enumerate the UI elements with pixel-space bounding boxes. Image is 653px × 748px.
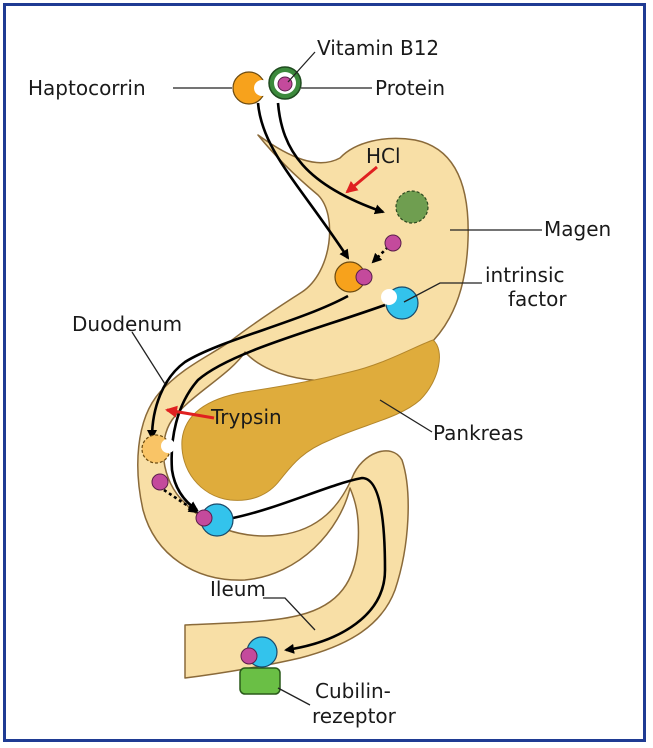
label-intrinsic: intrinsic <box>485 263 565 287</box>
label-ileum: Ileum <box>210 577 266 601</box>
label-rezeptor: rezeptor <box>312 704 397 728</box>
label-duodenum: Duodenum <box>72 312 182 336</box>
label-haptocorrin: Haptocorrin <box>28 76 146 100</box>
free-b12-duodenum <box>152 474 168 490</box>
label-hcl: HCl <box>366 144 401 168</box>
leader-cubilin <box>278 688 310 705</box>
cubilin-receptor <box>240 668 280 694</box>
leader-duodenum <box>132 332 165 384</box>
label-cubilin: Cubilin- <box>315 679 391 703</box>
label-protein: Protein <box>375 76 445 100</box>
free-b12-stomach <box>385 235 401 251</box>
label-magen: Magen <box>544 217 611 241</box>
label-pankreas: Pankreas <box>433 421 523 445</box>
label-vitamin-b12: Vitamin B12 <box>317 36 439 60</box>
haptocorrin-molecule-top <box>233 72 270 104</box>
leader-vitamin-b12 <box>288 52 315 82</box>
digested-haptocorrin <box>142 435 175 463</box>
digested-protein <box>396 191 428 223</box>
protein-bound-b12 <box>269 67 301 99</box>
label-factor: factor <box>508 287 567 311</box>
label-trypsin: Trypsin <box>210 405 282 429</box>
